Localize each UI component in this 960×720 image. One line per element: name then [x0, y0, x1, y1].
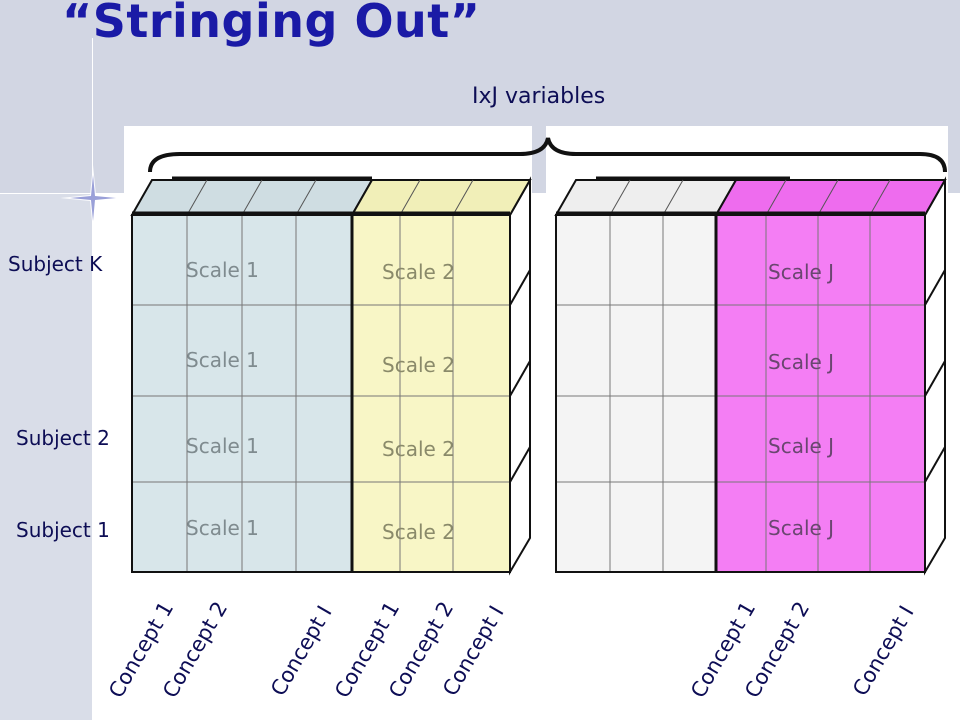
scale-j-label: Scale J — [768, 260, 835, 284]
scale-j-label: Scale J — [768, 434, 835, 458]
subject-1-label: Subject 1 — [16, 518, 110, 542]
scale-1-label: Scale 1 — [186, 348, 259, 372]
scale-2-label: Scale 2 — [382, 260, 455, 284]
scale-j-label: Scale J — [768, 350, 835, 374]
scale-2-label: Scale 2 — [382, 520, 455, 544]
scale-1-label: Scale 1 — [186, 258, 259, 282]
scale-1-label: Scale 1 — [186, 434, 259, 458]
scale-1-label: Scale 1 — [186, 516, 259, 540]
slide-title: “Stringing Out” — [62, 0, 481, 48]
decorative-horizontal-line — [0, 193, 130, 194]
subject-k-label: Subject K — [8, 252, 103, 276]
scale-j-label: Scale J — [768, 516, 835, 540]
scale-2-label: Scale 2 — [382, 353, 455, 377]
decorative-vertical-line — [92, 38, 93, 260]
ixj-variables-label: IxJ variables — [472, 84, 606, 109]
sparkle-decoration — [60, 165, 126, 231]
ixj-brace — [148, 137, 947, 173]
left-block — [130, 176, 532, 576]
right-block — [554, 176, 947, 576]
scale-2-label: Scale 2 — [382, 437, 455, 461]
subject-2-label: Subject 2 — [16, 426, 110, 450]
